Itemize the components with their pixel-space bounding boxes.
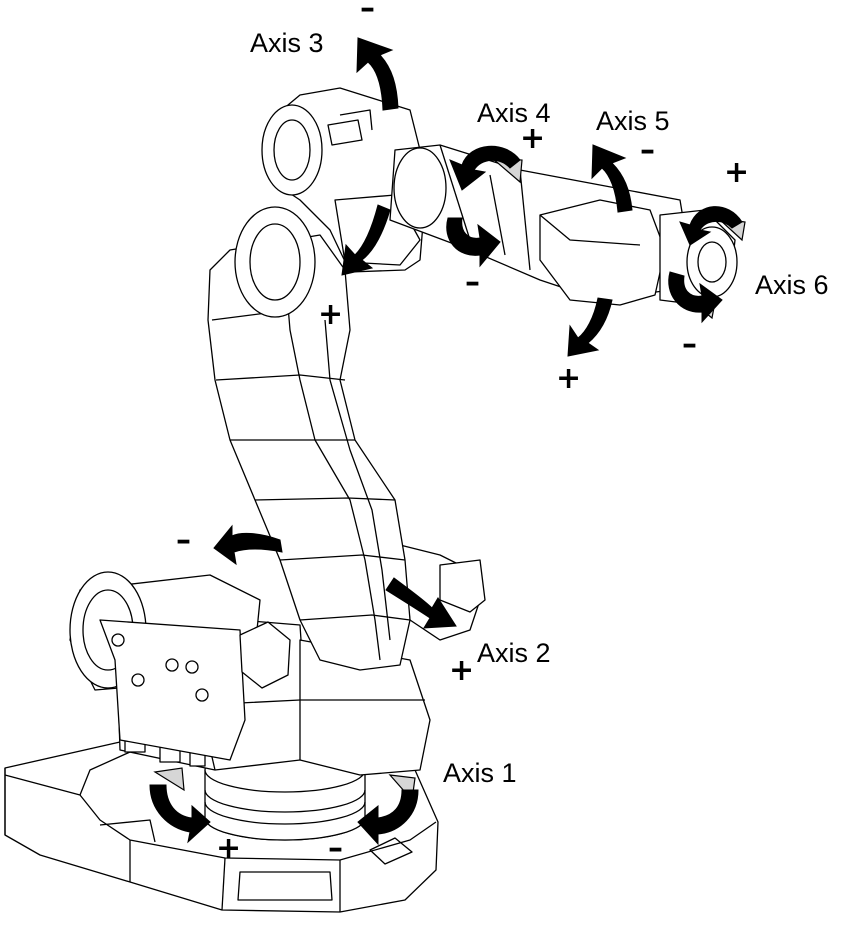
axis1-minus-sign: – <box>328 831 343 866</box>
axis6-plus-sign: + <box>724 155 750 190</box>
axis6-label: Axis 6 <box>755 270 829 300</box>
axis5-arrow-minus <box>591 144 633 213</box>
axis3-arrow-plus <box>341 204 391 276</box>
axis3-arrow-minus <box>356 37 399 111</box>
axis4-plus-sign: + <box>520 121 546 156</box>
axis6-arrow-plus <box>679 206 743 246</box>
shoulder-disk <box>399 544 486 641</box>
axis2-plus-sign: + <box>449 653 475 688</box>
axis2-motor <box>69 571 291 761</box>
axis5-plus-sign: + <box>556 361 582 396</box>
axis6-arrow-minus <box>668 271 723 324</box>
axis5-label: Axis 5 <box>596 106 670 136</box>
axis2-arrow-minus <box>213 524 283 566</box>
axis1-arrow-cap-left <box>153 767 185 792</box>
axis6-minus-sign: – <box>682 327 697 362</box>
axis2-label: Axis 2 <box>477 638 551 668</box>
axis2-arrow-plus <box>385 577 457 629</box>
axis1-label: Axis 1 <box>443 758 517 788</box>
axis1-arrow-plus <box>149 784 211 844</box>
axis1-plus-sign: + <box>216 831 242 866</box>
axis4-arrow-minus <box>446 217 501 268</box>
axis4-arrow-plus <box>449 145 521 191</box>
axis5-arrow-plus <box>567 297 613 357</box>
axis3-minus-sign: – <box>360 0 375 26</box>
axis3-label: Axis 3 <box>250 28 324 58</box>
forearm <box>389 144 691 306</box>
axis5-minus-sign: – <box>640 133 655 168</box>
axis3-plus-sign: + <box>318 297 344 332</box>
axis4-label: Axis 4 <box>477 98 551 128</box>
axis2-minus-sign: – <box>176 523 191 558</box>
axis4-minus-sign: – <box>465 265 480 300</box>
lower-arm <box>207 206 411 671</box>
axis1-arrow-minus <box>357 789 419 846</box>
